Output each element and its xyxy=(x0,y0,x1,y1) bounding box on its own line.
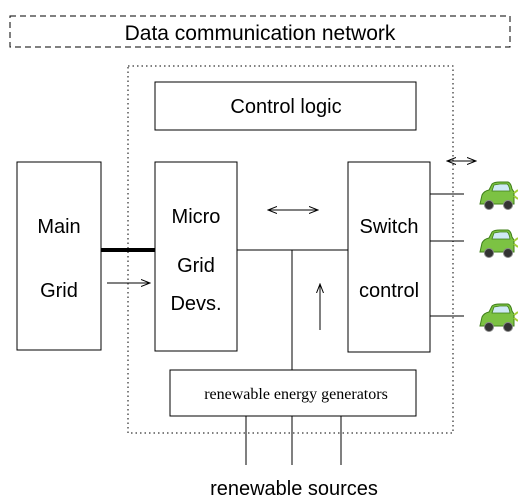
microgrid-boundary xyxy=(127,65,454,434)
data-network-banner xyxy=(9,15,511,48)
renewable-sources-label: renewable sources xyxy=(210,478,378,500)
main-grid-box xyxy=(16,161,102,351)
main-grid-label-line1: Main xyxy=(37,216,80,238)
micro-grid-label-line3: Devs. xyxy=(170,293,221,315)
main-grid-label-line2: Grid xyxy=(40,280,78,302)
micro-grid-label-line2: Grid xyxy=(177,255,215,277)
generators-label: renewable energy generators xyxy=(204,386,388,403)
electric-car-icon xyxy=(479,229,518,258)
micro-grid-label-line1: Micro xyxy=(172,206,221,228)
switch-control-box xyxy=(347,161,431,353)
data-network-label: Data communication network xyxy=(125,22,396,45)
micro-grid-box xyxy=(154,161,238,352)
switch-control-label-line2: control xyxy=(359,280,419,302)
electric-car-icon xyxy=(479,303,518,332)
generators-box xyxy=(169,369,417,417)
switch-control-label-line1: Switch xyxy=(360,216,419,238)
control-logic-box xyxy=(154,81,417,131)
electric-car-icon xyxy=(479,181,518,210)
control-logic-label: Control logic xyxy=(230,96,341,118)
